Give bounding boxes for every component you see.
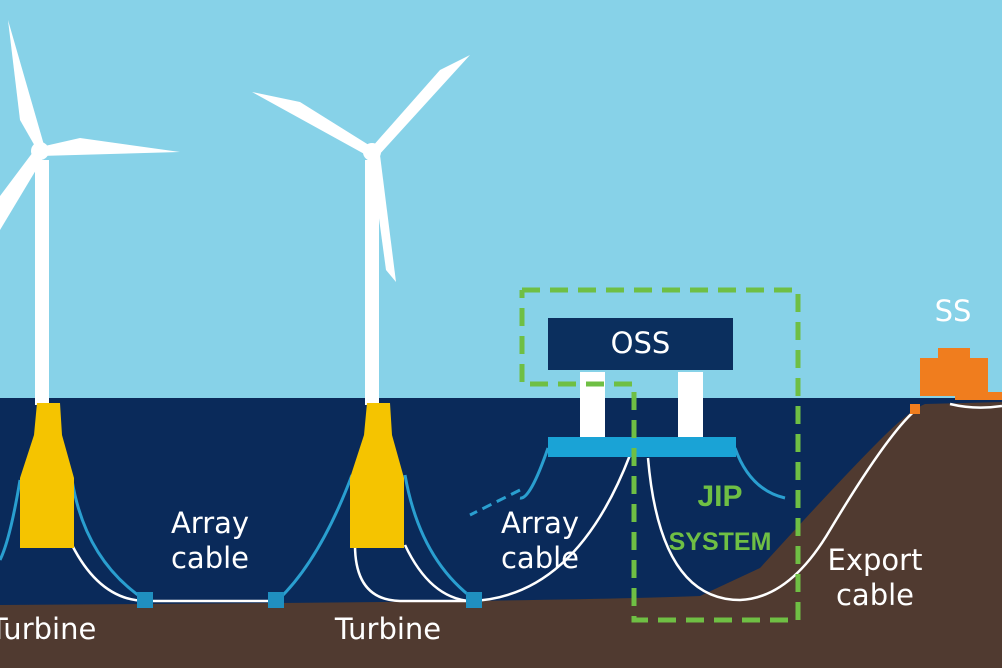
hub-1	[31, 142, 49, 160]
onshore-cable	[949, 402, 1002, 409]
oss-box	[548, 318, 733, 370]
seabed	[0, 402, 1002, 668]
dynamic-cable-a	[0, 479, 22, 561]
tower-1	[35, 160, 49, 405]
static-cables	[70, 402, 1002, 603]
floating-platform	[548, 437, 736, 457]
turbine-1	[0, 20, 180, 548]
foundation-1	[20, 403, 74, 548]
dynamic-cables	[0, 447, 786, 602]
array-cable-left-line2: cable	[170, 541, 250, 575]
array-cable-right-line2: cable	[500, 541, 580, 575]
turbine-label-right: Turbine	[334, 612, 442, 646]
array-cable-3	[469, 454, 632, 603]
joint-box-3	[466, 592, 482, 608]
jip-label: JIP	[697, 480, 743, 513]
blade-1a	[36, 138, 180, 156]
ss-building	[920, 358, 988, 396]
oss-label: OSS	[610, 326, 671, 360]
ss-roof	[938, 348, 970, 362]
array-cable-label-left: Array cable	[140, 506, 280, 576]
array-cable-right-line1: Array	[500, 506, 580, 540]
dashed-cable	[469, 488, 521, 517]
array-cable-2b	[403, 544, 471, 603]
turbine-label-left: Turbine	[0, 612, 97, 646]
ss-label: SS	[934, 294, 972, 328]
export-cable-line2: cable	[835, 578, 915, 612]
dynamic-cable-e	[519, 447, 550, 500]
export-cable-line	[646, 407, 919, 602]
blade-2c	[370, 152, 396, 282]
turbine-2	[252, 55, 470, 548]
foundation-2	[350, 403, 404, 548]
export-cable-line1: Export	[827, 543, 923, 577]
ss-base	[955, 392, 1002, 400]
joint-box-1	[137, 592, 153, 608]
export-cable-label: Export cable	[800, 543, 950, 613]
blade-2b	[252, 92, 372, 156]
array-cable-left-line1: Array	[170, 506, 250, 540]
dynamic-cable-b	[70, 479, 146, 602]
jip-dashed-outline	[519, 287, 801, 623]
joint-box-2	[268, 592, 284, 608]
dynamic-cable-f	[733, 447, 786, 500]
onshore-substation	[920, 348, 1002, 400]
landfall-joint	[910, 404, 920, 414]
tower-2	[365, 160, 379, 405]
array-cable-2	[353, 544, 470, 603]
blade-2a	[372, 55, 470, 156]
oss-leg-right	[678, 372, 703, 438]
blade-1c	[0, 148, 42, 230]
system-label: SYSTEM	[668, 528, 772, 556]
dynamic-cable-c	[276, 474, 354, 602]
hub-2	[363, 143, 381, 161]
blade-1b	[8, 20, 44, 148]
jip-system-boundary	[519, 287, 801, 623]
array-cable-label-right: Array cable	[470, 506, 610, 576]
sky	[0, 0, 1002, 400]
dynamic-cable-d	[403, 474, 476, 602]
oss-structure	[548, 318, 736, 457]
